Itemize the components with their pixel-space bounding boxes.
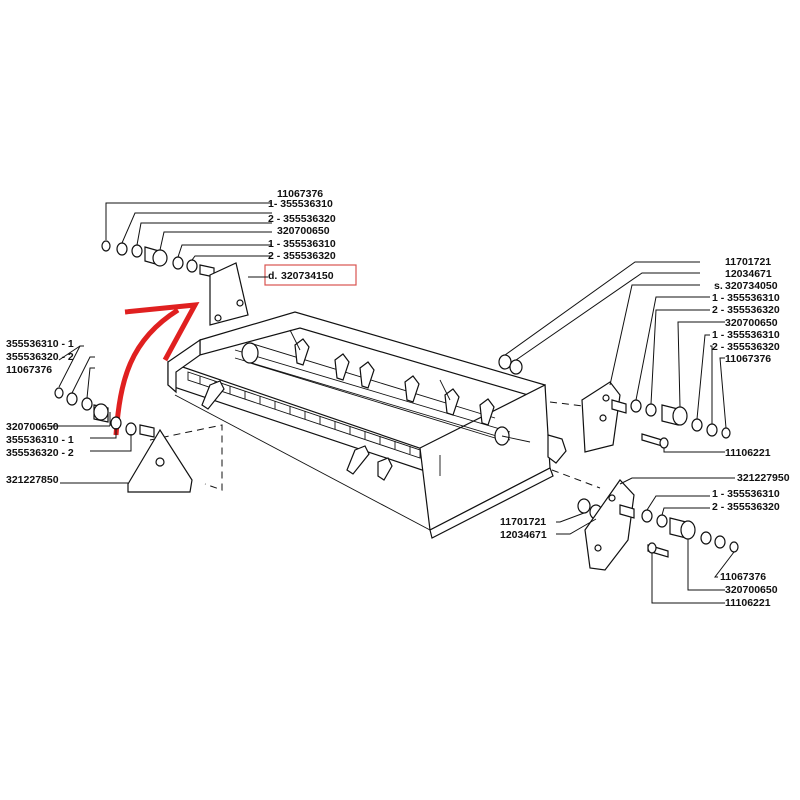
label-right-2: 320734050	[725, 280, 778, 292]
label-left-0: 355536310 - 1	[6, 338, 74, 350]
label-bottom-right-4: 320700650	[725, 584, 778, 596]
red-arrow	[113, 307, 180, 436]
label-bottom-right-5: 11106221	[725, 597, 771, 609]
label-right-5: 320700650	[725, 317, 778, 329]
label-bottom-right-0: 321227950	[737, 472, 790, 484]
label-top-1: 1- 355536310	[268, 198, 333, 210]
highlight-box	[264, 264, 357, 286]
label-right-4: 2 - 355536320	[712, 304, 780, 316]
label-left-4: 355536310 - 1	[6, 434, 74, 446]
top-parts-stack	[101, 202, 272, 326]
red-arrowhead	[124, 302, 200, 362]
right-labels: 11701721 12034671 s. 320734050 1 - 35553…	[712, 256, 780, 459]
bottom-center-labels: 11701721 12034671	[500, 516, 547, 541]
right-parts-stack	[498, 260, 731, 453]
label-right-1: 12034671	[725, 268, 772, 280]
label-bottom-center-1: 12034671	[500, 529, 547, 541]
label-right-9: 11106221	[725, 447, 771, 459]
label-left-3: 320700650	[6, 421, 59, 433]
label-left-5: 355536320 - 2	[6, 447, 74, 459]
bottom-right-labels: 321227950 1 - 355536310 2 - 355536320 11…	[712, 472, 790, 609]
label-right-0: 11701721	[725, 256, 771, 268]
label-top-2: 2 - 355536320	[268, 213, 336, 225]
left-parts-stack	[48, 345, 193, 493]
label-top-0: 11067376	[277, 188, 323, 200]
left-labels: 355536310 - 1 355536320 - 2 11067376 320…	[6, 338, 74, 486]
label-right-8: 11067376	[725, 353, 771, 365]
label-right-prefix: s.	[714, 280, 723, 292]
label-top-3: 320700650	[277, 225, 330, 237]
label-bottom-right-3: 11067376	[720, 571, 766, 583]
label-left-6: 321227850	[6, 474, 59, 486]
label-right-7: 2 - 355536320	[712, 341, 780, 353]
bottom-right-parts-stack	[556, 477, 739, 604]
label-left-1: 355536320 - 2	[6, 351, 74, 363]
label-left-2: 11067376	[6, 364, 52, 376]
label-bottom-right-2: 2 - 355536320	[712, 501, 780, 513]
top-labels: 11067376 1- 355536310 2 - 355536320 3207…	[248, 188, 357, 286]
main-frame	[167, 311, 567, 539]
label-top-highlight-prefix: d.	[268, 270, 277, 282]
label-right-3: 1 - 355536310	[712, 292, 780, 304]
label-top-4: 1 - 355536310	[268, 238, 336, 250]
label-top-highlight: 320734150	[281, 270, 334, 282]
label-top-5: 2 - 355536320	[268, 250, 336, 262]
label-bottom-right-1: 1 - 355536310	[712, 488, 780, 500]
label-right-6: 1 - 355536310	[712, 329, 780, 341]
label-bottom-center-0: 11701721	[500, 516, 546, 528]
